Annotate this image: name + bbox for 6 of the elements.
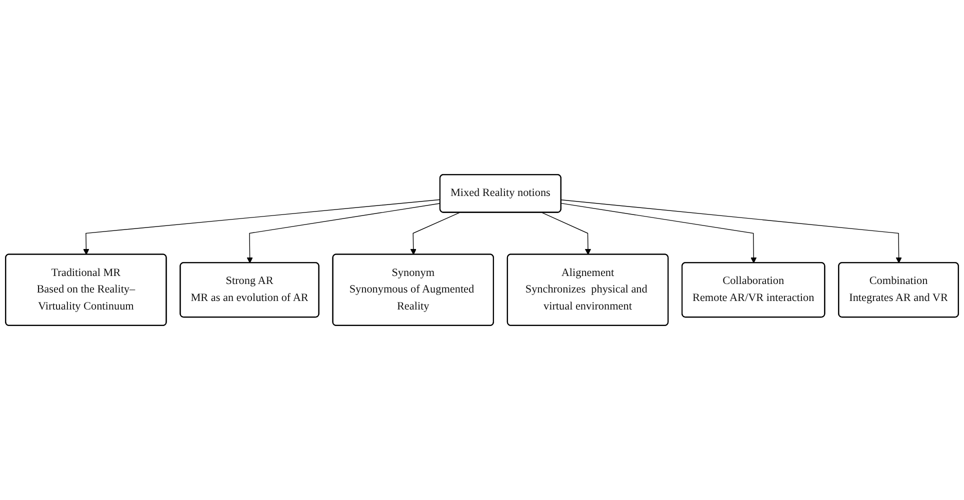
arrow — [560, 199, 902, 264]
arrow — [410, 212, 460, 255]
arrow — [83, 199, 441, 255]
arrow — [560, 202, 757, 264]
arrow — [542, 212, 592, 255]
arrow — [246, 203, 441, 264]
